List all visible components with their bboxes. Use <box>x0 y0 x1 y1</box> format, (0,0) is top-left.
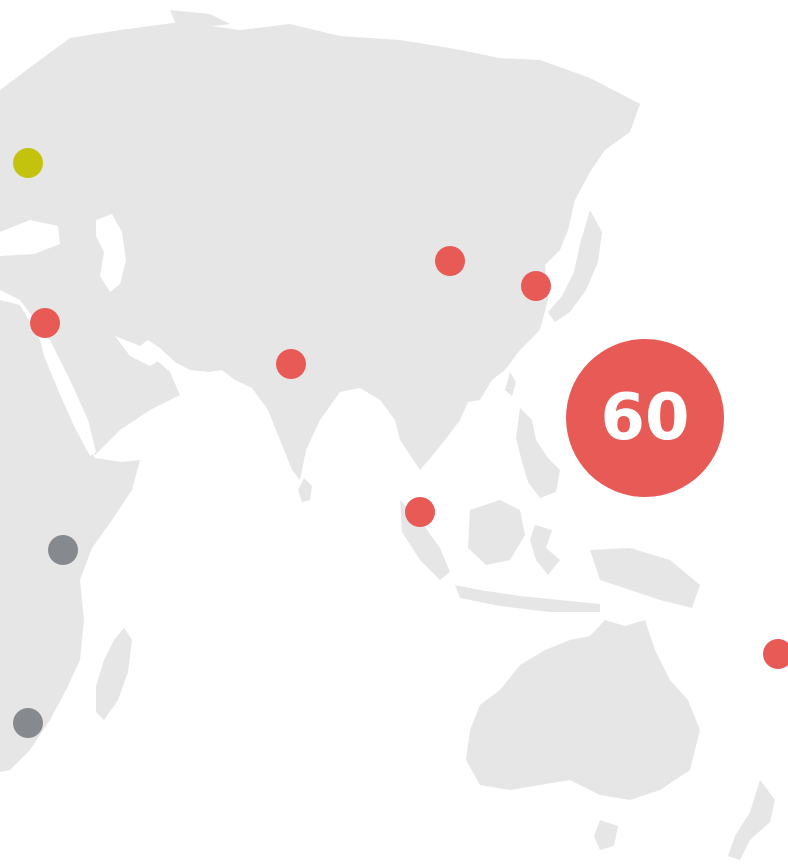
landmass-taiwan <box>505 372 516 396</box>
black-sea <box>0 220 60 256</box>
landmass-africa <box>0 300 140 772</box>
marker-levant[interactable] <box>30 308 60 338</box>
landmass-sulawesi <box>530 525 560 575</box>
landmass-sri-lanka <box>298 478 312 502</box>
landmass-tasmania <box>594 820 618 850</box>
landmass-philippines <box>516 408 560 498</box>
cluster-bubble[interactable] <box>566 339 724 497</box>
caspian-sea <box>96 214 126 292</box>
landmass-new-zealand <box>728 780 775 860</box>
landmass-madagascar <box>96 628 132 720</box>
marker-southern-africa[interactable] <box>13 708 43 738</box>
marker-beijing[interactable] <box>435 246 465 276</box>
cluster-marker[interactable]: 60 <box>566 339 724 497</box>
red-sea <box>38 330 96 456</box>
marker-east-africa[interactable] <box>48 535 78 565</box>
landmass-eurasia <box>0 22 640 480</box>
marker-pacific-east[interactable] <box>763 639 788 669</box>
marker-korea[interactable] <box>521 271 551 301</box>
cluster-count: 60 <box>600 381 689 455</box>
map-markers <box>13 148 788 738</box>
landmass-java <box>455 585 600 612</box>
marker-india[interactable] <box>276 349 306 379</box>
landmass-australia <box>466 620 700 800</box>
marker-singapore[interactable] <box>405 497 435 527</box>
marker-eastern-europe[interactable] <box>13 148 43 178</box>
persian-gulf <box>115 336 160 366</box>
landmass-borneo <box>468 500 525 565</box>
landmass-new-guinea <box>590 548 700 608</box>
landmass-japan <box>548 210 602 322</box>
landmass-arctic-islands <box>170 10 230 28</box>
